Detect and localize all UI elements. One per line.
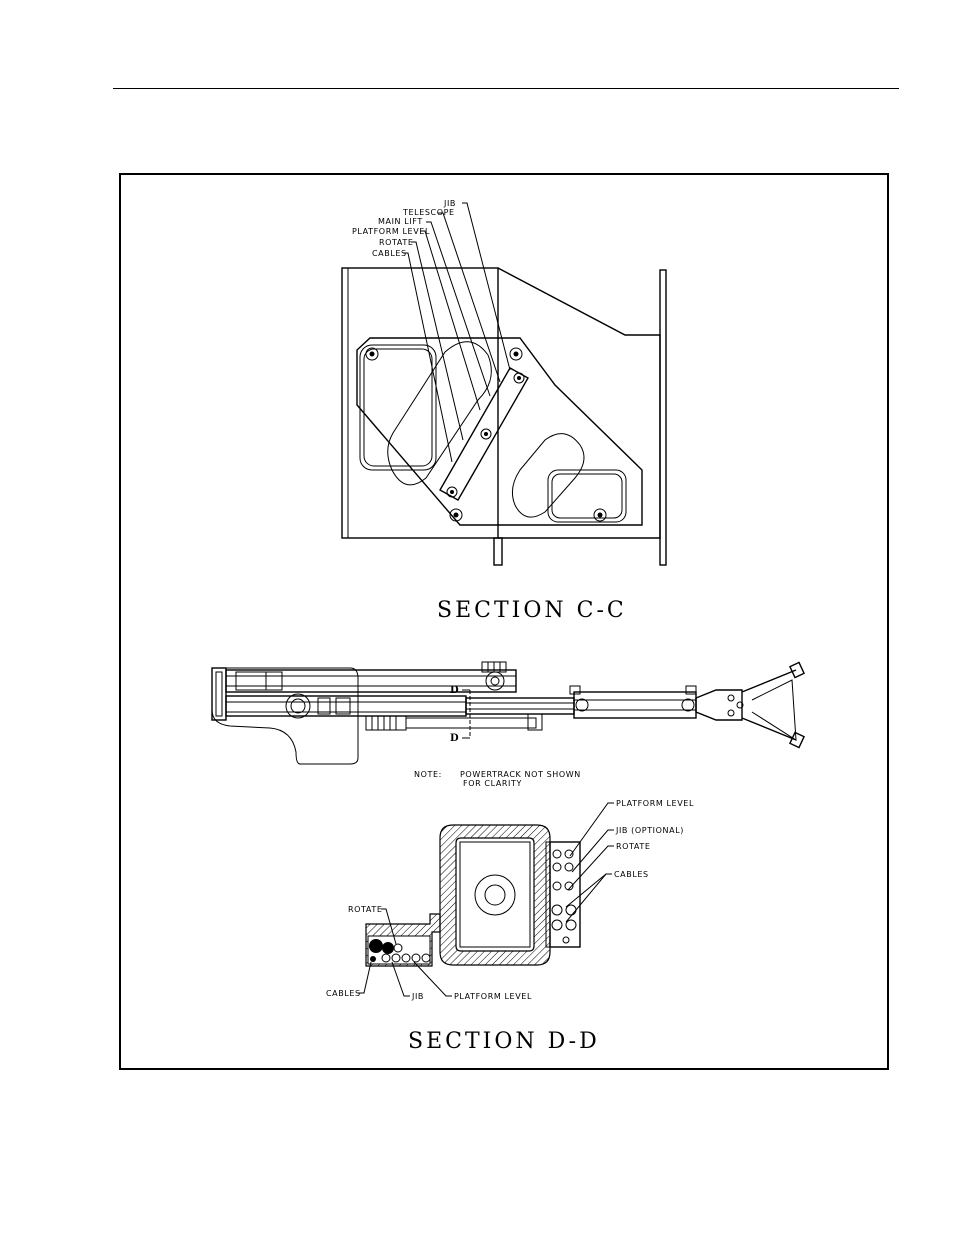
dd-label-platform-level-right: PLATFORM LEVEL xyxy=(616,799,694,808)
dd-label-jib-optional: JIB (OPTIONAL) xyxy=(615,826,684,835)
dd-label-cables-left: CABLES xyxy=(326,989,361,998)
boom-side-view xyxy=(212,662,804,764)
cc-label-jib: JIB xyxy=(443,199,456,208)
cc-label-cables: CABLES xyxy=(372,249,407,258)
dd-label-cables-right: CABLES xyxy=(614,870,649,879)
section-dd-drawing xyxy=(358,803,614,996)
note-line-2: FOR CLARITY xyxy=(463,779,522,788)
cc-label-telescope: TELESCOPE xyxy=(402,208,455,217)
cc-label-rotate: ROTATE xyxy=(379,238,414,247)
note-line-1: POWERTRACK NOT SHOWN xyxy=(460,770,581,779)
dd-label-rotate-right: ROTATE xyxy=(616,842,651,851)
dd-label-platform-level-left: PLATFORM LEVEL xyxy=(454,992,532,1001)
dd-label-rotate-left: ROTATE xyxy=(348,905,383,914)
section-dd-title: SECTION D-D xyxy=(408,1029,600,1054)
cc-label-platform-level: PLATFORM LEVEL xyxy=(352,227,430,236)
cc-label-main-lift: MAIN LIFT xyxy=(378,217,423,226)
dd-label-jib-left: JIB xyxy=(411,992,424,1001)
cut-marker-d-bottom: D xyxy=(450,733,459,744)
section-cc-title: SECTION C-C xyxy=(437,598,627,623)
cut-marker-d-top: D xyxy=(450,685,459,696)
note-label: NOTE: xyxy=(414,770,442,779)
